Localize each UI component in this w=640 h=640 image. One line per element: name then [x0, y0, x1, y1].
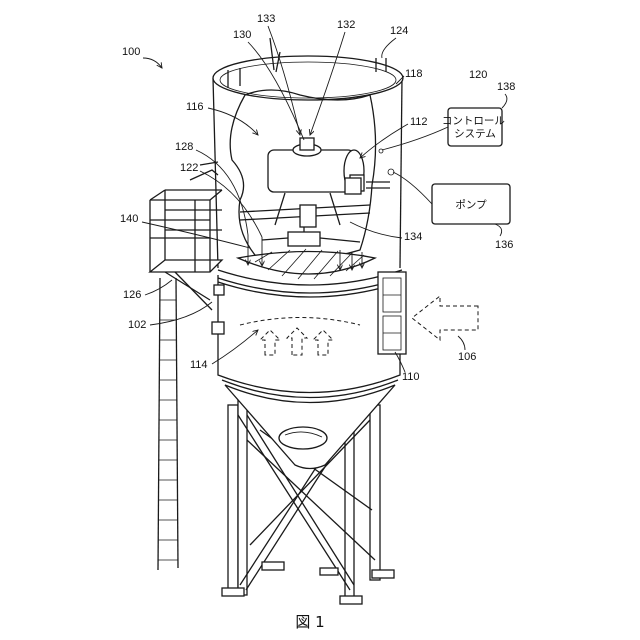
ref-116: 116 [186, 101, 204, 113]
piping [345, 178, 390, 194]
ref-130: 130 [233, 29, 251, 41]
perforated-floor [238, 249, 375, 279]
ref-124: 124 [390, 25, 408, 37]
ref-110: 110 [402, 371, 420, 383]
pump-label: ポンプ [455, 199, 487, 211]
pump-box: ポンプ [432, 184, 510, 224]
ref-134: 134 [404, 231, 422, 243]
lower-shell [212, 270, 406, 398]
ref-136: 136 [495, 239, 513, 251]
ref-102: 102 [128, 319, 146, 331]
ref-128: 128 [175, 141, 193, 153]
ref-112: 112 [410, 116, 428, 128]
ref-122: 122 [180, 162, 198, 174]
ref-106: 106 [458, 351, 476, 363]
control-system-line2: システム [454, 128, 496, 140]
control-system-box: コントロール システム [442, 108, 508, 146]
ref-118: 118 [405, 68, 423, 80]
ref-140: 140 [120, 213, 138, 225]
ref-138: 138 [497, 81, 515, 93]
air-inflow-arrow [412, 296, 478, 340]
ref-114: 114 [190, 359, 208, 371]
ref-132: 132 [337, 19, 355, 31]
ref-100: 100 [122, 46, 140, 58]
ref-120: 120 [469, 69, 487, 81]
figure-caption: 図 1 [295, 613, 324, 631]
ref-133: 133 [257, 13, 275, 25]
ref-126: 126 [123, 289, 141, 301]
control-system-line1: コントロール [442, 115, 505, 127]
